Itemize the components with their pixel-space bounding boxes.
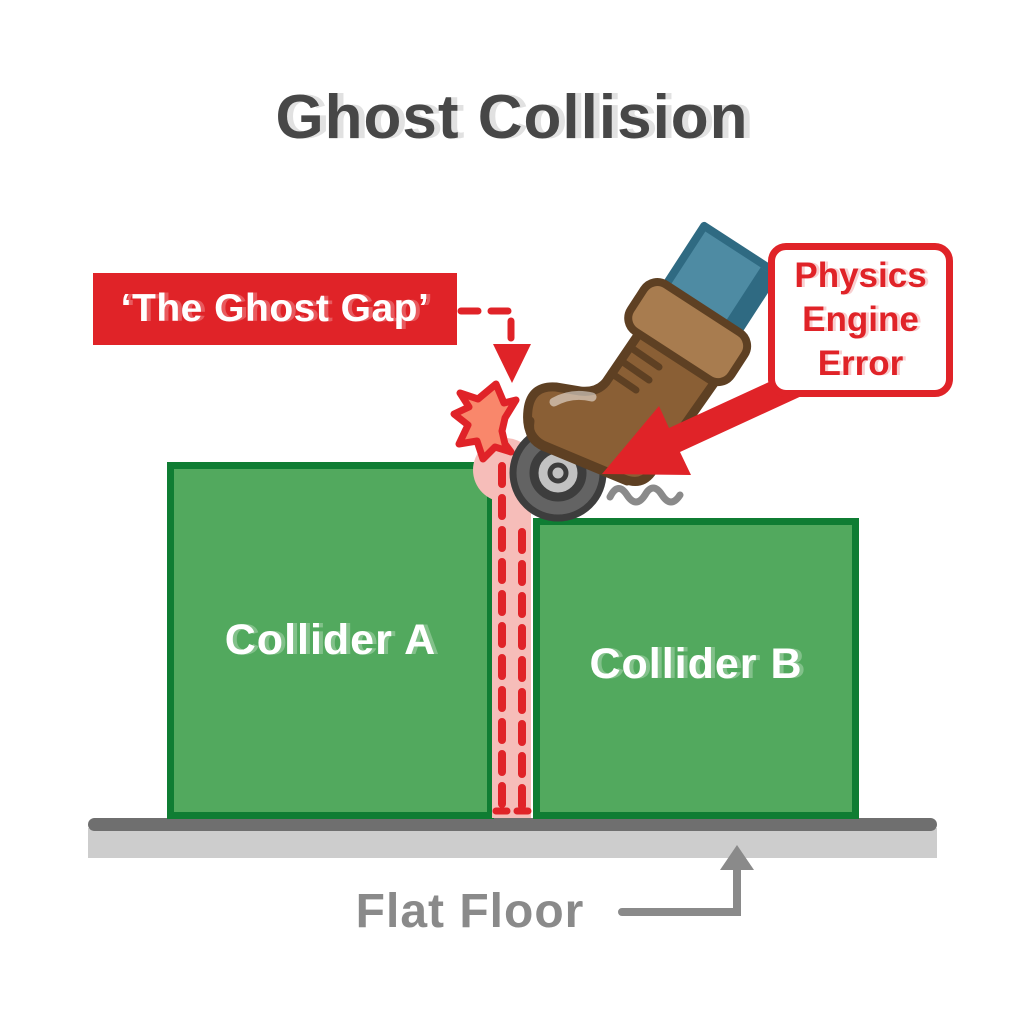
error-line-1: Physics <box>794 255 927 295</box>
page-title: Ghost Collision <box>275 83 749 152</box>
ghost-gap-dashed-border <box>492 462 532 815</box>
ghost-gap-label: ‘The Ghost Gap’ <box>93 273 457 345</box>
impact-starburst-icon <box>450 380 520 463</box>
vibration-squiggle-icon <box>606 484 684 506</box>
collider-a-box: Collider A <box>167 462 494 819</box>
floor-surface <box>88 818 937 831</box>
collider-b-box: Collider B <box>533 518 859 819</box>
collider-a-label: Collider A <box>224 616 437 664</box>
error-line-2: Engine <box>802 299 919 339</box>
physics-engine-error-box: Physics Engine Error <box>768 243 953 397</box>
red-arrow-icon <box>602 370 806 475</box>
error-line-3: Error <box>817 344 904 384</box>
collider-b-label: Collider B <box>589 640 803 688</box>
gray-elbow-arrow-icon <box>618 845 754 916</box>
boot-icon <box>523 221 781 486</box>
floor-slab <box>88 828 937 858</box>
dashed-arrow-icon <box>457 307 531 383</box>
flat-floor-label: Flat Floor <box>355 885 585 938</box>
